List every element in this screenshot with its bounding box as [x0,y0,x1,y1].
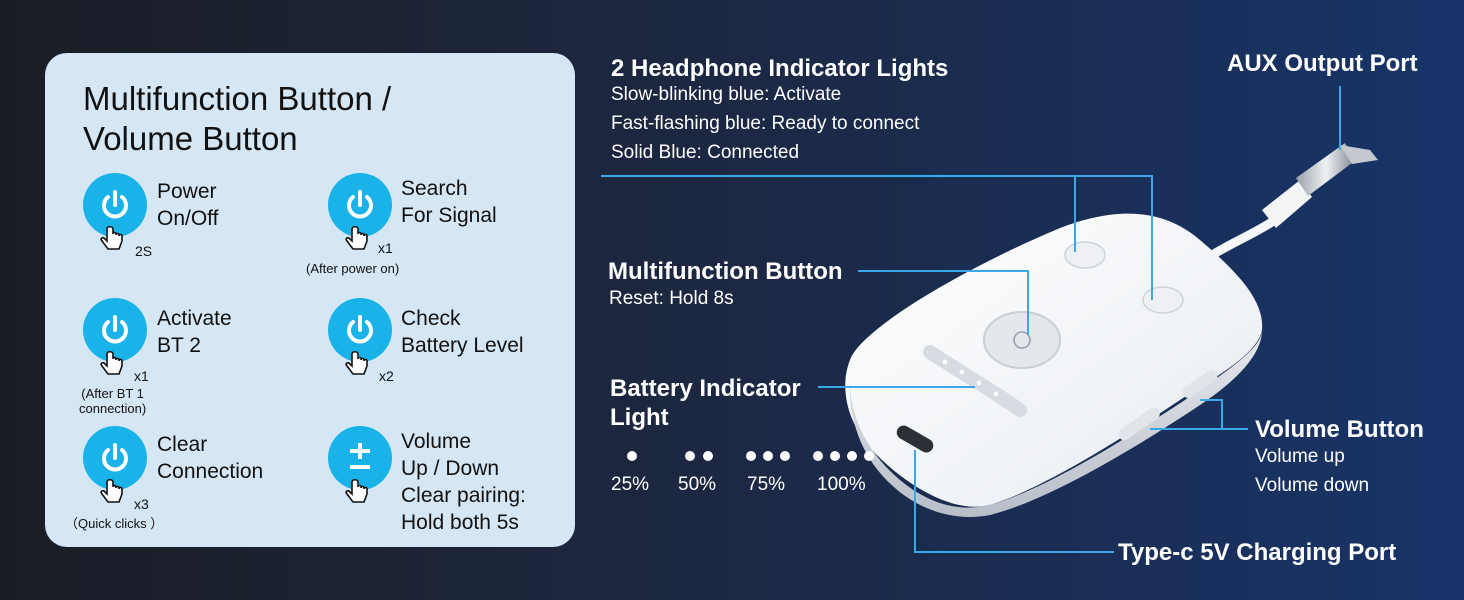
label-line: Volume [401,430,472,453]
tap-count: x1 [134,368,149,384]
label-line: Battery Level [401,334,524,357]
battery-level-25: 25% [611,474,650,495]
hand-tap-icon [345,350,368,375]
power-icon [328,173,392,237]
volume-button-title: Volume Button [1255,416,1424,443]
tap-count: 2S [135,243,153,259]
battery-dot [627,451,637,461]
power-icon [328,298,392,362]
battery-dot [746,451,756,461]
check-battery-label: Check Battery Level [401,305,524,359]
note-line: (After BT 1 [81,386,144,401]
label-line: On/Off [157,207,219,230]
panel-title-line1: Multifunction Button / [83,80,392,117]
tap-note: (After BT 1 connection) [79,386,146,416]
label-line: Hold both 5s [401,511,519,534]
headphone-indicator-line: Slow-blinking blue: Activate [611,84,842,105]
tap-count: x1 [378,240,393,256]
battery-dot [830,451,840,461]
hand-tap-icon [100,478,123,503]
battery-dot [703,451,713,461]
activate-bt2-label: Activate BT 2 [157,305,232,359]
headphone-indicator-line: Solid Blue: Connected [611,142,800,163]
label-line: Connection [157,460,264,483]
search-label: Search For Signal [401,175,497,229]
hand-tap-icon [345,478,368,503]
power-label: Power On/Off [157,178,218,232]
label-line: Power [157,180,217,203]
label-line: BT 2 [157,334,201,357]
title-line: Battery Indicator [610,375,801,402]
volume-up-line: Volume up [1255,446,1345,467]
battery-level-50: 50% [678,474,717,495]
power-icon [83,426,147,490]
battery-dot [813,451,823,461]
charging-port-title: Type-c 5V Charging Port [1118,539,1397,566]
panel-title: Multifunction Button / Volume Button [83,79,391,159]
battery-dot [847,451,857,461]
panel-title-line2: Volume Button [83,120,298,157]
plus-minus-icon [328,426,392,490]
label-line: Up / Down [401,457,500,480]
note-line: connection) [79,401,147,416]
label-line: Clear [157,433,208,456]
tap-count: x3 [134,496,149,512]
headphone-indicator-line: Fast-flashing blue: Ready to connect [611,113,920,134]
label-line: Clear pairing: [401,484,526,507]
battery-level-100: 100% [817,474,866,495]
battery-dot [685,451,695,461]
volume-down-line: Volume down [1255,475,1370,496]
device-body [845,213,1263,517]
battery-dot [763,451,773,461]
power-icon [83,173,147,237]
battery-dot [780,451,790,461]
battery-level-75: 75% [747,474,786,495]
clear-connection-label: Clear Connection [157,431,263,485]
hand-tap-icon [100,225,123,250]
aux-output-title: AUX Output Port [1227,50,1418,77]
tap-note: （Quick clicks ） [65,516,164,531]
leader-lines [601,86,1341,553]
multifunction-button-title: Multifunction Button [608,258,843,285]
power-icon [83,298,147,362]
tap-count: x2 [379,368,394,384]
title-line: Light [610,404,669,431]
label-line: For Signal [401,204,497,227]
battery-indicator-title: Battery Indicator Light [610,374,801,432]
instructions-panel: Multifunction Button / Volume Button 2S … [45,53,575,547]
multifunction-reset-line: Reset: Hold 8s [609,288,734,309]
label-line: Check [401,307,461,330]
volume-label: Volume Up / Down Clear pairing: Hold bot… [401,428,526,536]
hand-tap-icon [100,350,123,375]
label-line: Activate [157,307,232,330]
battery-dot [864,451,874,461]
headphone-indicator-title: 2 Headphone Indicator Lights [611,55,949,82]
label-line: Search [401,177,468,200]
hand-tap-icon [345,225,368,250]
tap-note: (After power on) [306,261,400,276]
